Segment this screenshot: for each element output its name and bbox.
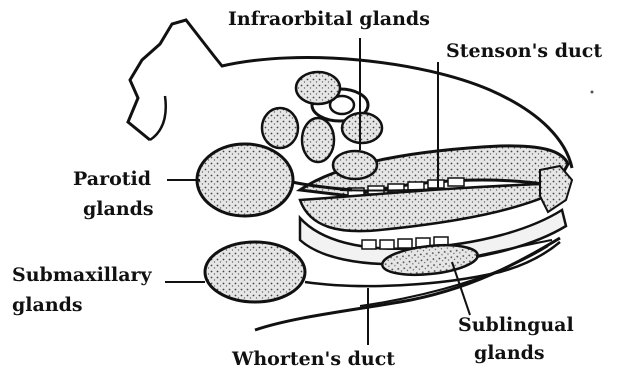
label-whortens-duct: Whorten's duct — [232, 348, 395, 370]
label-stensons-duct: Stenson's duct — [446, 40, 602, 62]
label-sublingual-line2: glands — [474, 342, 545, 364]
parotid-gland — [197, 144, 293, 216]
label-sublingual-line1: Sublingual — [458, 314, 574, 336]
label-submaxillary-line2: glands — [12, 294, 83, 316]
ear-line — [150, 96, 166, 140]
label-submaxillary-line1: Submaxillary — [12, 264, 152, 286]
incisors — [540, 166, 572, 212]
speck — [591, 91, 594, 94]
label-parotid-line1: Parotid — [73, 168, 151, 190]
label-infraorbital-glands: Infraorbital glands — [228, 8, 430, 30]
submaxillary-gland — [205, 242, 305, 302]
sublingual-gland — [381, 241, 479, 279]
label-parotid-line2: glands — [83, 198, 154, 220]
